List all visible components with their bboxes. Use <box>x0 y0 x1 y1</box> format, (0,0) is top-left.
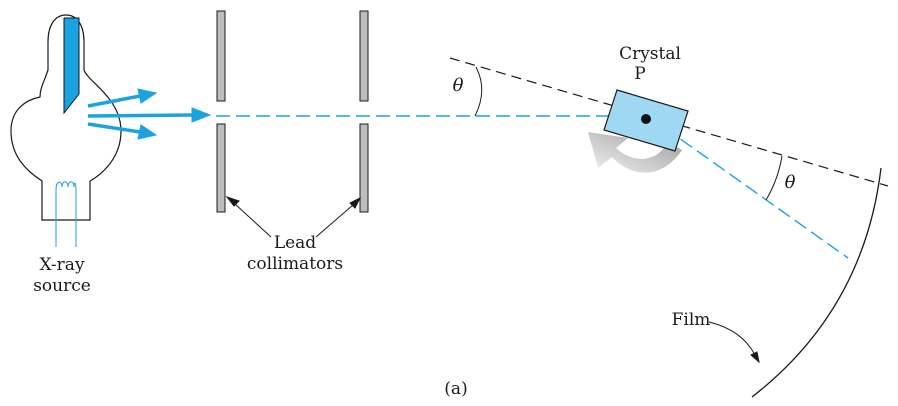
theta-bottom-label: θ <box>784 172 796 193</box>
collimators-label-line1: Lead <box>273 233 317 253</box>
source-label-line2: source <box>33 276 91 296</box>
lead-collimators <box>216 10 369 213</box>
source-label-line1: X-ray <box>39 255 85 275</box>
theta-arc-bottom <box>765 155 783 201</box>
film <box>751 167 882 398</box>
diffracted-beam <box>647 115 849 259</box>
crystal-label-line2: P <box>634 64 646 84</box>
crystal-label-line1: Crystal <box>619 44 681 64</box>
theta-top-label: θ <box>452 75 464 96</box>
filament-coil <box>55 181 77 191</box>
pointer-arrows <box>225 196 760 364</box>
collimators-label-line2: collimators <box>246 254 344 274</box>
rotation-arrow <box>588 132 682 173</box>
crystal <box>603 89 689 152</box>
xray-tube <box>10 14 122 247</box>
figure-caption: (a) <box>444 379 468 399</box>
filament-leads <box>55 190 77 247</box>
anode-target <box>63 17 80 115</box>
emitted-xrays <box>87 88 212 140</box>
film-label: Film <box>671 310 711 330</box>
crystal-pivot <box>641 114 651 124</box>
theta-arc-top <box>474 66 483 117</box>
